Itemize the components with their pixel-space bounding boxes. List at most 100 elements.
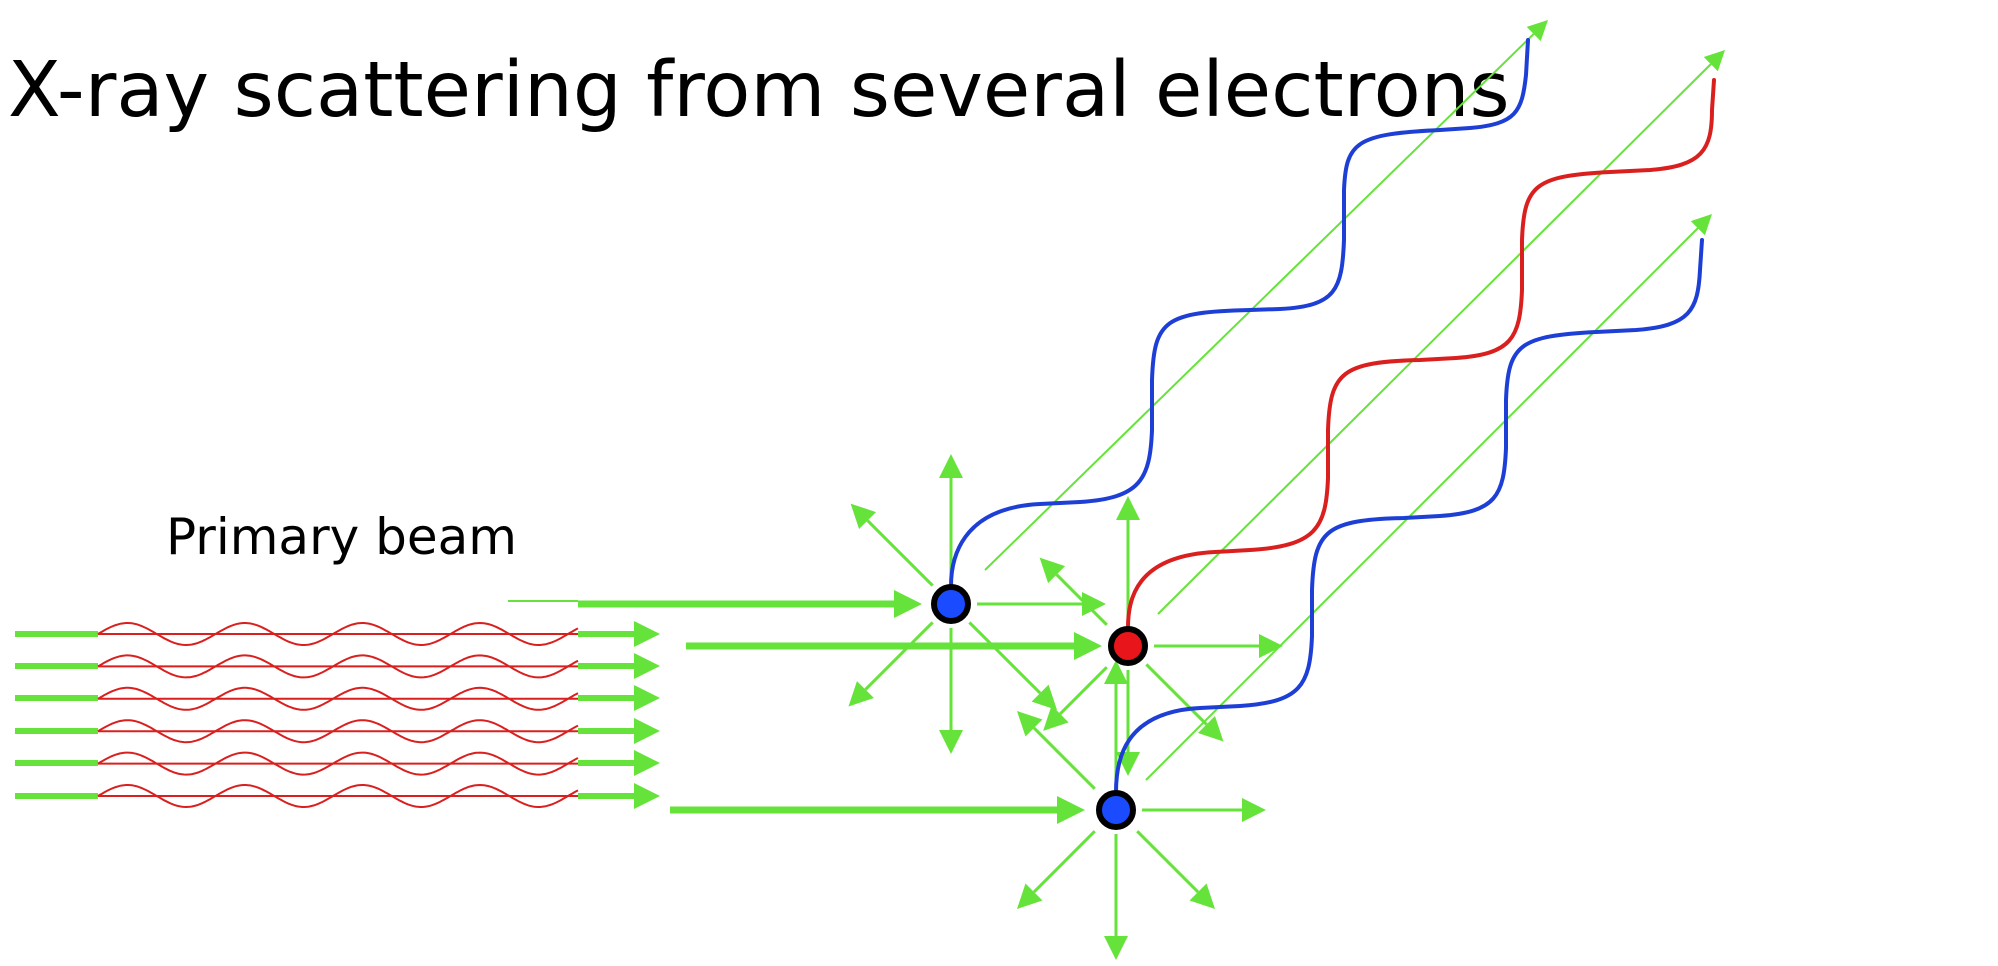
incident-wave-curve [97,654,579,679]
diagonal-arrow-bottom [1145,214,1712,781]
arrow-head [1703,50,1725,72]
scattered-wave-bottom [1114,238,1704,794]
incident-wave-1 [97,621,579,647]
electron-middle-ray-4 [1043,666,1108,731]
diagonal-arrow-middle [1157,50,1725,615]
electron-middle [1108,626,1148,666]
incident-wave-6 [97,783,579,809]
electron-top-ray-3 [939,628,963,754]
arrow-head [850,503,877,530]
incident-wave-2 [97,654,579,679]
arrows-layer [15,20,1725,960]
arrow-shaft [1136,830,1200,894]
arrow-head [848,681,874,707]
scattered-wave-middle [1126,78,1716,630]
electron-bottom-ray-3 [1104,834,1128,960]
electron-top-ray-2 [850,503,934,587]
incident-wave-3 [97,686,579,711]
scattered-wave-top-curve [949,38,1530,588]
beam-arrow-stub-4 [15,728,98,734]
arrow-head [939,730,963,754]
arrow-head [1242,798,1266,822]
arrow-head [1104,660,1128,684]
scattered-wave-bottom-curve [1114,238,1704,794]
arrow-shaft [866,519,934,587]
incident-wave-4 [97,719,579,744]
electron-middle-ray-6 [1145,663,1224,742]
electron-middle-ray-5 [1154,634,1283,658]
beam-arrow-out-4 [578,718,660,744]
arrow-shaft [1059,666,1108,715]
electron-bottom-ray-2 [1017,711,1096,790]
arrow-head [1017,711,1043,737]
arrow-head [1104,936,1128,960]
electron-bottom [1096,790,1136,830]
arrow-shaft [1145,663,1208,726]
beam-arrow-out-2 [578,653,660,679]
diagonal-arrow-top [984,20,1548,571]
electrons-layer [931,584,1148,830]
incident-wave-curve [97,686,579,711]
arrow-head [634,718,660,744]
arrow-head [634,685,660,711]
arrow-head [1057,796,1085,824]
arrow-head [634,750,660,776]
arrow-head [1031,684,1058,711]
arrow-head [939,454,963,478]
beam-arrow-out-1 [578,621,660,647]
beam-arrow-stub-3 [15,695,98,701]
arrow-shaft [1032,726,1096,790]
arrow-shaft [984,33,1535,571]
beam-arrow-out-3 [578,685,660,711]
arrow-head [894,590,922,618]
arrow-head [1039,557,1066,584]
beam-arrow-out-5 [578,750,660,776]
arrow-shaft [1055,573,1108,626]
arrow-shaft [1157,63,1712,615]
electron-bottom-ray-5 [1142,798,1266,822]
arrow-head [1690,214,1712,236]
diagram-title: X-ray scattering from several electrons [8,46,1510,135]
electron-top-ray-5 [977,592,1106,616]
beam-arrow-stub-5 [15,760,98,766]
electron-bottom-ray-6 [1136,830,1215,909]
incident-wave-5 [97,751,579,776]
arrow-head [1074,632,1102,660]
arrow-head [1198,716,1224,742]
beam-to-electron-top [578,590,922,618]
arrow-head [1043,705,1069,731]
arrow-head [634,621,660,647]
arrow-head [1017,883,1043,909]
electron-top-ray-6 [968,621,1058,711]
incident-wave-curve [97,621,579,647]
incident-wave-curve [97,783,579,809]
arrow-head [634,783,660,809]
beam-to-electron-middle [686,632,1102,660]
arrow-head [1189,883,1215,909]
arrow-head [1526,20,1548,42]
arrow-head [1116,496,1140,520]
arrow-shaft [1032,830,1096,894]
beam-arrow-stub-6 [15,793,98,799]
incident-wave-curve [97,751,579,776]
electron-middle-ray-1 [1116,496,1140,622]
arrow-shaft [968,621,1042,695]
waves-layer [97,38,1716,809]
electron-bottom-ray-4 [1017,830,1096,909]
beam-to-electron-bottom [670,796,1085,824]
arrow-head [634,653,660,679]
arrow-head [1082,592,1106,616]
electron-top-ray-4 [848,621,934,707]
electron-middle-ray-2 [1039,557,1108,626]
beam-arrow-stub-2 [15,663,98,669]
arrow-shaft [1145,227,1699,781]
primary-beam-label: Primary beam [166,508,517,566]
arrow-head [1259,634,1283,658]
electron-top [931,584,971,624]
scattered-wave-top [949,38,1530,588]
electron-top-ray-1 [939,454,963,580]
arrow-shaft [864,621,934,691]
incident-wave-curve [97,719,579,744]
beam-arrow-out-6 [578,783,660,809]
